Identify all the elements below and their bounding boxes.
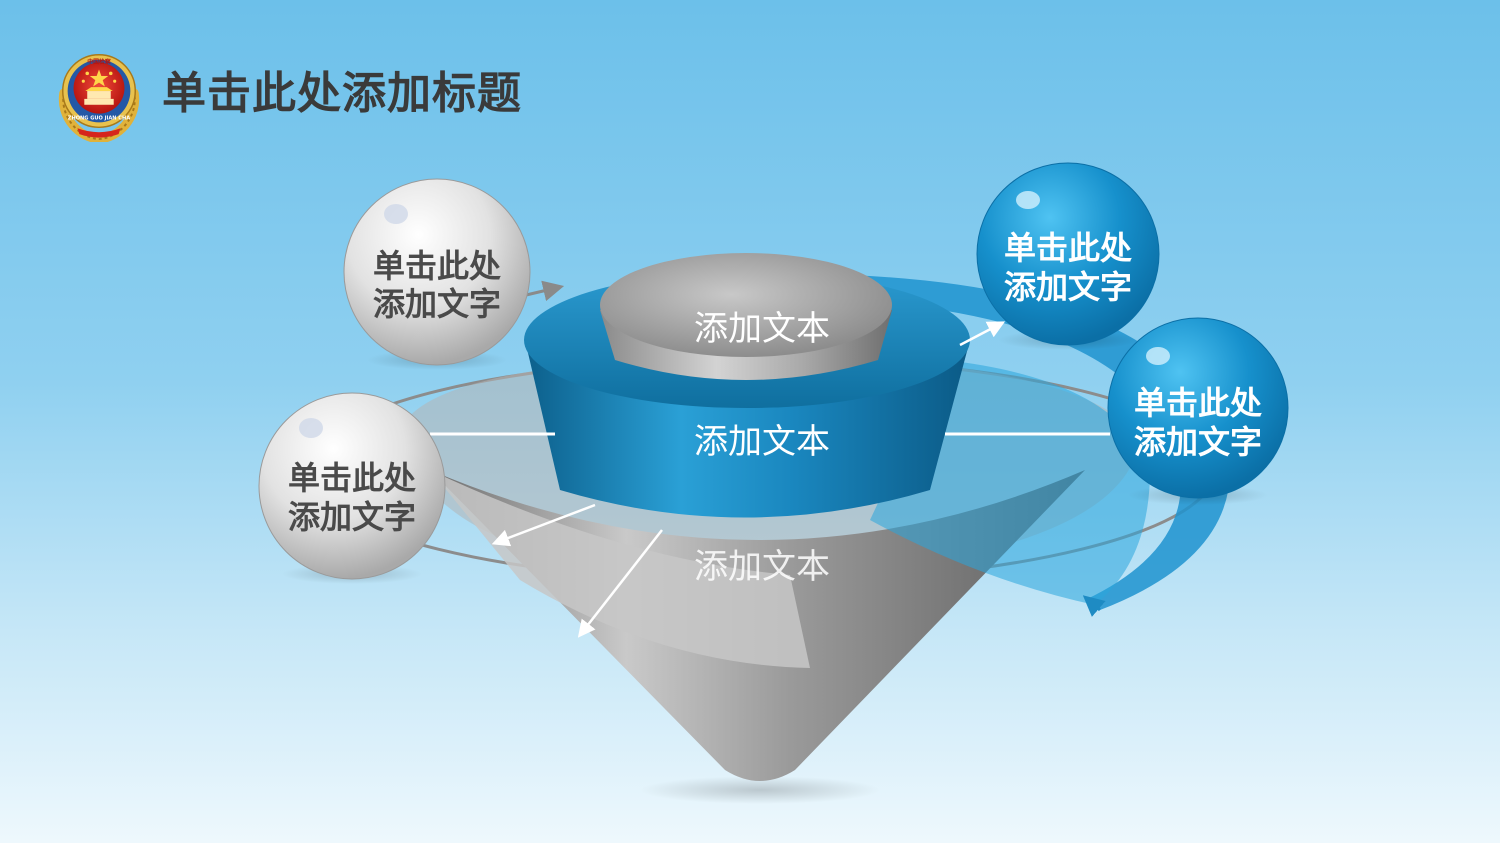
bubble-highlight [384,204,408,224]
bubble-gray-bottom[interactable]: 单击此处 添加文字 [258,392,446,584]
bubble-line-2: 添加文字 [1004,268,1132,306]
bubble-line-2: 添加文字 [373,285,501,323]
bubble-highlight [299,418,323,438]
slide-title[interactable]: 单击此处添加标题 [162,68,522,119]
bubble-highlight [1146,347,1170,365]
funnel-label-1[interactable]: 添加文本 [694,309,830,349]
bubble-line-1: 单击此处 [1004,229,1132,267]
funnel-label-2[interactable]: 添加文本 [694,422,830,462]
bubble-sphere [976,162,1160,346]
arrow-upper-right [959,321,1006,347]
svg-text:中国检察: 中国检察 [87,58,111,66]
bubble-line-2: 添加文字 [1134,423,1262,461]
bubble-line-2: 添加文字 [288,498,416,536]
prosecutor-emblem-icon: 中国检察 ZHONG GUO JIAN CHA [58,54,140,142]
bubble-line-1: 单击此处 [288,459,416,497]
cone-segment-light [430,470,810,668]
svg-text:ZHONG GUO JIAN CHA: ZHONG GUO JIAN CHA [68,115,131,121]
funnel-label-3[interactable]: 添加文本 [694,547,830,587]
bubble-blue-top[interactable]: 单击此处 添加文字 [976,162,1160,350]
funnel-tier-1-top [600,253,892,357]
bubble-line-1: 单击此处 [1134,384,1262,422]
cone-shadow [640,776,880,804]
bubble-sphere [258,392,446,580]
arrow-lower-mid [577,529,663,638]
bubble-highlight [1016,191,1040,209]
bubble-sphere [343,178,531,366]
bubble-blue-bottom[interactable]: 单击此处 添加文字 [1107,317,1289,505]
bubble-line-1: 单击此处 [373,247,501,285]
bubble-gray-top[interactable]: 单击此处 添加文字 [343,178,531,370]
arrow-lower-left [491,503,596,547]
blue-ribbon-arrow [1082,595,1106,617]
